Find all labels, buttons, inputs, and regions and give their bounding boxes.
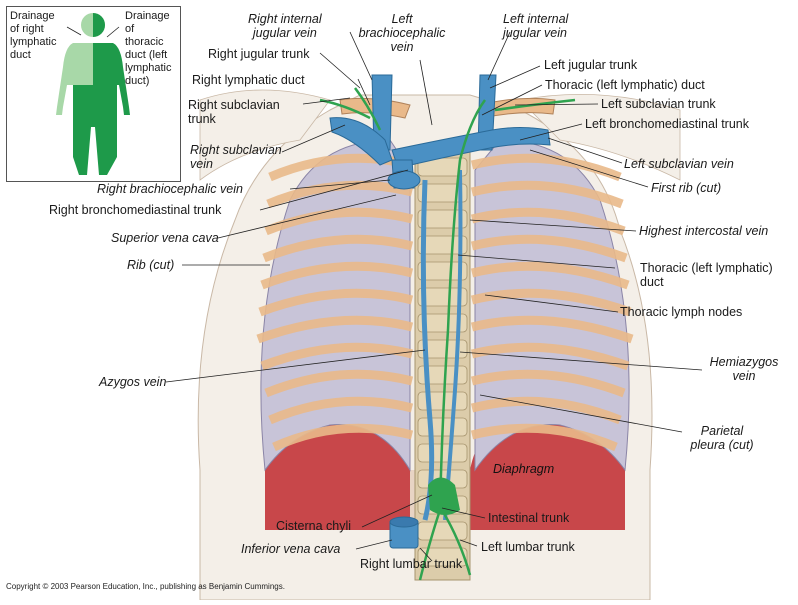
rib-right [258,288,414,317]
vertebra [417,261,468,281]
label-right-brachiocephalic-vein: Right brachiocephalic vein [97,182,243,196]
right-shoulder-skin [519,93,681,181]
hemiazygos-vein-shape [443,169,463,521]
intestinal-trunk-shape [418,509,442,581]
label-hemiazygos-vein: Hemiazygos vein [709,355,779,383]
vertebra [417,521,468,541]
rib-right [268,396,414,425]
label-left-bronchomediastinal-trunk: Left bronchomediastinal trunk [585,117,749,131]
rib-left [470,423,618,452]
rib-left [470,315,634,344]
diaphragm-left-muscle [470,418,625,530]
head-right-half [93,13,105,37]
rib-left [470,261,630,290]
right-side-upper [57,43,93,107]
rib-right [272,423,414,452]
vertebra [417,183,468,203]
vertebra [417,547,468,567]
label-right-subclavian-vein: Right subclavian vein [190,143,282,171]
vertebra [417,287,468,307]
label-right-subclavian-trunk: Right subclavian trunk [188,98,280,126]
rib-left [470,207,626,236]
inset-hand-right [56,107,63,115]
inset-right-lymphatic-label: Drainage of right lymphatic duct [10,10,57,61]
label-intestinal-trunk: Intestinal trunk [488,511,570,525]
lymphatics [319,87,576,581]
leader-lines [165,31,703,562]
inset-thoracic-duct-label: Drainage of thoracic duct (left lymphati… [125,10,172,87]
right-subclavian-vein-shape [329,117,393,166]
label-cisterna-chyli: Cisterna chyli [276,519,352,533]
rib-left [470,396,622,425]
label-left-subclavian-vein: Left subclavian vein [624,157,734,171]
label-thoracic-lymph-nodes: Thoracic lymph nodes [620,305,743,319]
label-inferior-vena-cava: Inferior vena cava [241,542,341,556]
thoracic-drained-area [73,43,129,175]
thoracic-duct-shape [438,99,487,511]
label-left-subclavian-trunk: Left subclavian trunk [601,97,716,111]
inset-body-figure [56,13,130,175]
rib-right [260,261,414,290]
left-lumbar-trunk-shape [440,509,472,576]
label-right-lymphatic-duct: Right lymphatic duct [192,73,305,87]
rib-right [260,342,414,371]
label-parietal-pleura: Parietal pleura (cut) [690,424,754,452]
label-azygos-vein: Azygos vein [99,375,167,389]
right-internal-jugular-vein-shape [371,74,393,151]
ivc-cut-end [389,516,419,528]
left-shoulder-skin [199,89,331,181]
rib-right [266,180,414,209]
label-first-rib: First rib (cut) [651,181,722,195]
label-right-bronchomediastinal-trunk: Right bronchomediastinal trunk [49,203,222,217]
inset-hand-left [123,107,130,115]
label-superior-vena-cava: Superior vena cava [111,231,219,245]
label-left-jugular-trunk: Left jugular trunk [544,58,638,72]
copyright-notice: Copyright © 2003 Pearson Education, Inc.… [6,582,285,591]
rib-left [470,234,628,263]
cisterna-chyli-shape [428,477,460,515]
right-lymphatic-duct-shape [354,87,382,131]
rib-left [470,288,632,317]
rib-left [470,180,624,209]
vertebra [417,339,468,359]
label-left-brachiocephalic-vein: Left brachiocephalic vein [358,12,446,54]
vertebra [417,235,468,255]
label-thoracic-duct-mid: Thoracic (left lymphatic) duct [640,261,773,289]
label-left-internal-jugular-vein: Left internal jugular vein [503,12,569,40]
label-rib-cut: Rib (cut) [127,258,175,272]
rib-right [264,369,414,398]
rib-right [264,207,414,236]
left-brachiocephalic-vein-shape [391,127,551,169]
label-left-lumbar-trunk: Left lumbar trunk [481,540,575,554]
rib-right [256,315,414,344]
vertebra [417,313,468,333]
label-right-lumbar-trunk: Right lumbar trunk [360,557,463,571]
body-silhouette [56,13,130,175]
rib-left [470,153,622,182]
rib-left [470,342,630,371]
label-right-internal-jugular-vein: Right internal jugular vein [248,12,322,40]
label-diaphragm: Diaphragm [493,462,555,476]
label-highest-intercostal-vein: Highest intercostal vein [639,224,769,238]
label-thoracic-duct-top: Thoracic (left lymphatic) duct [545,78,705,92]
diaphragm-right-muscle [265,418,410,530]
label-right-jugular-trunk: Right jugular trunk [208,47,310,61]
drainage-inset: Drainage of right lymphatic duct Drainag… [6,6,181,182]
rib-left [470,369,626,398]
rib-right [262,234,414,263]
ribs [256,153,634,452]
